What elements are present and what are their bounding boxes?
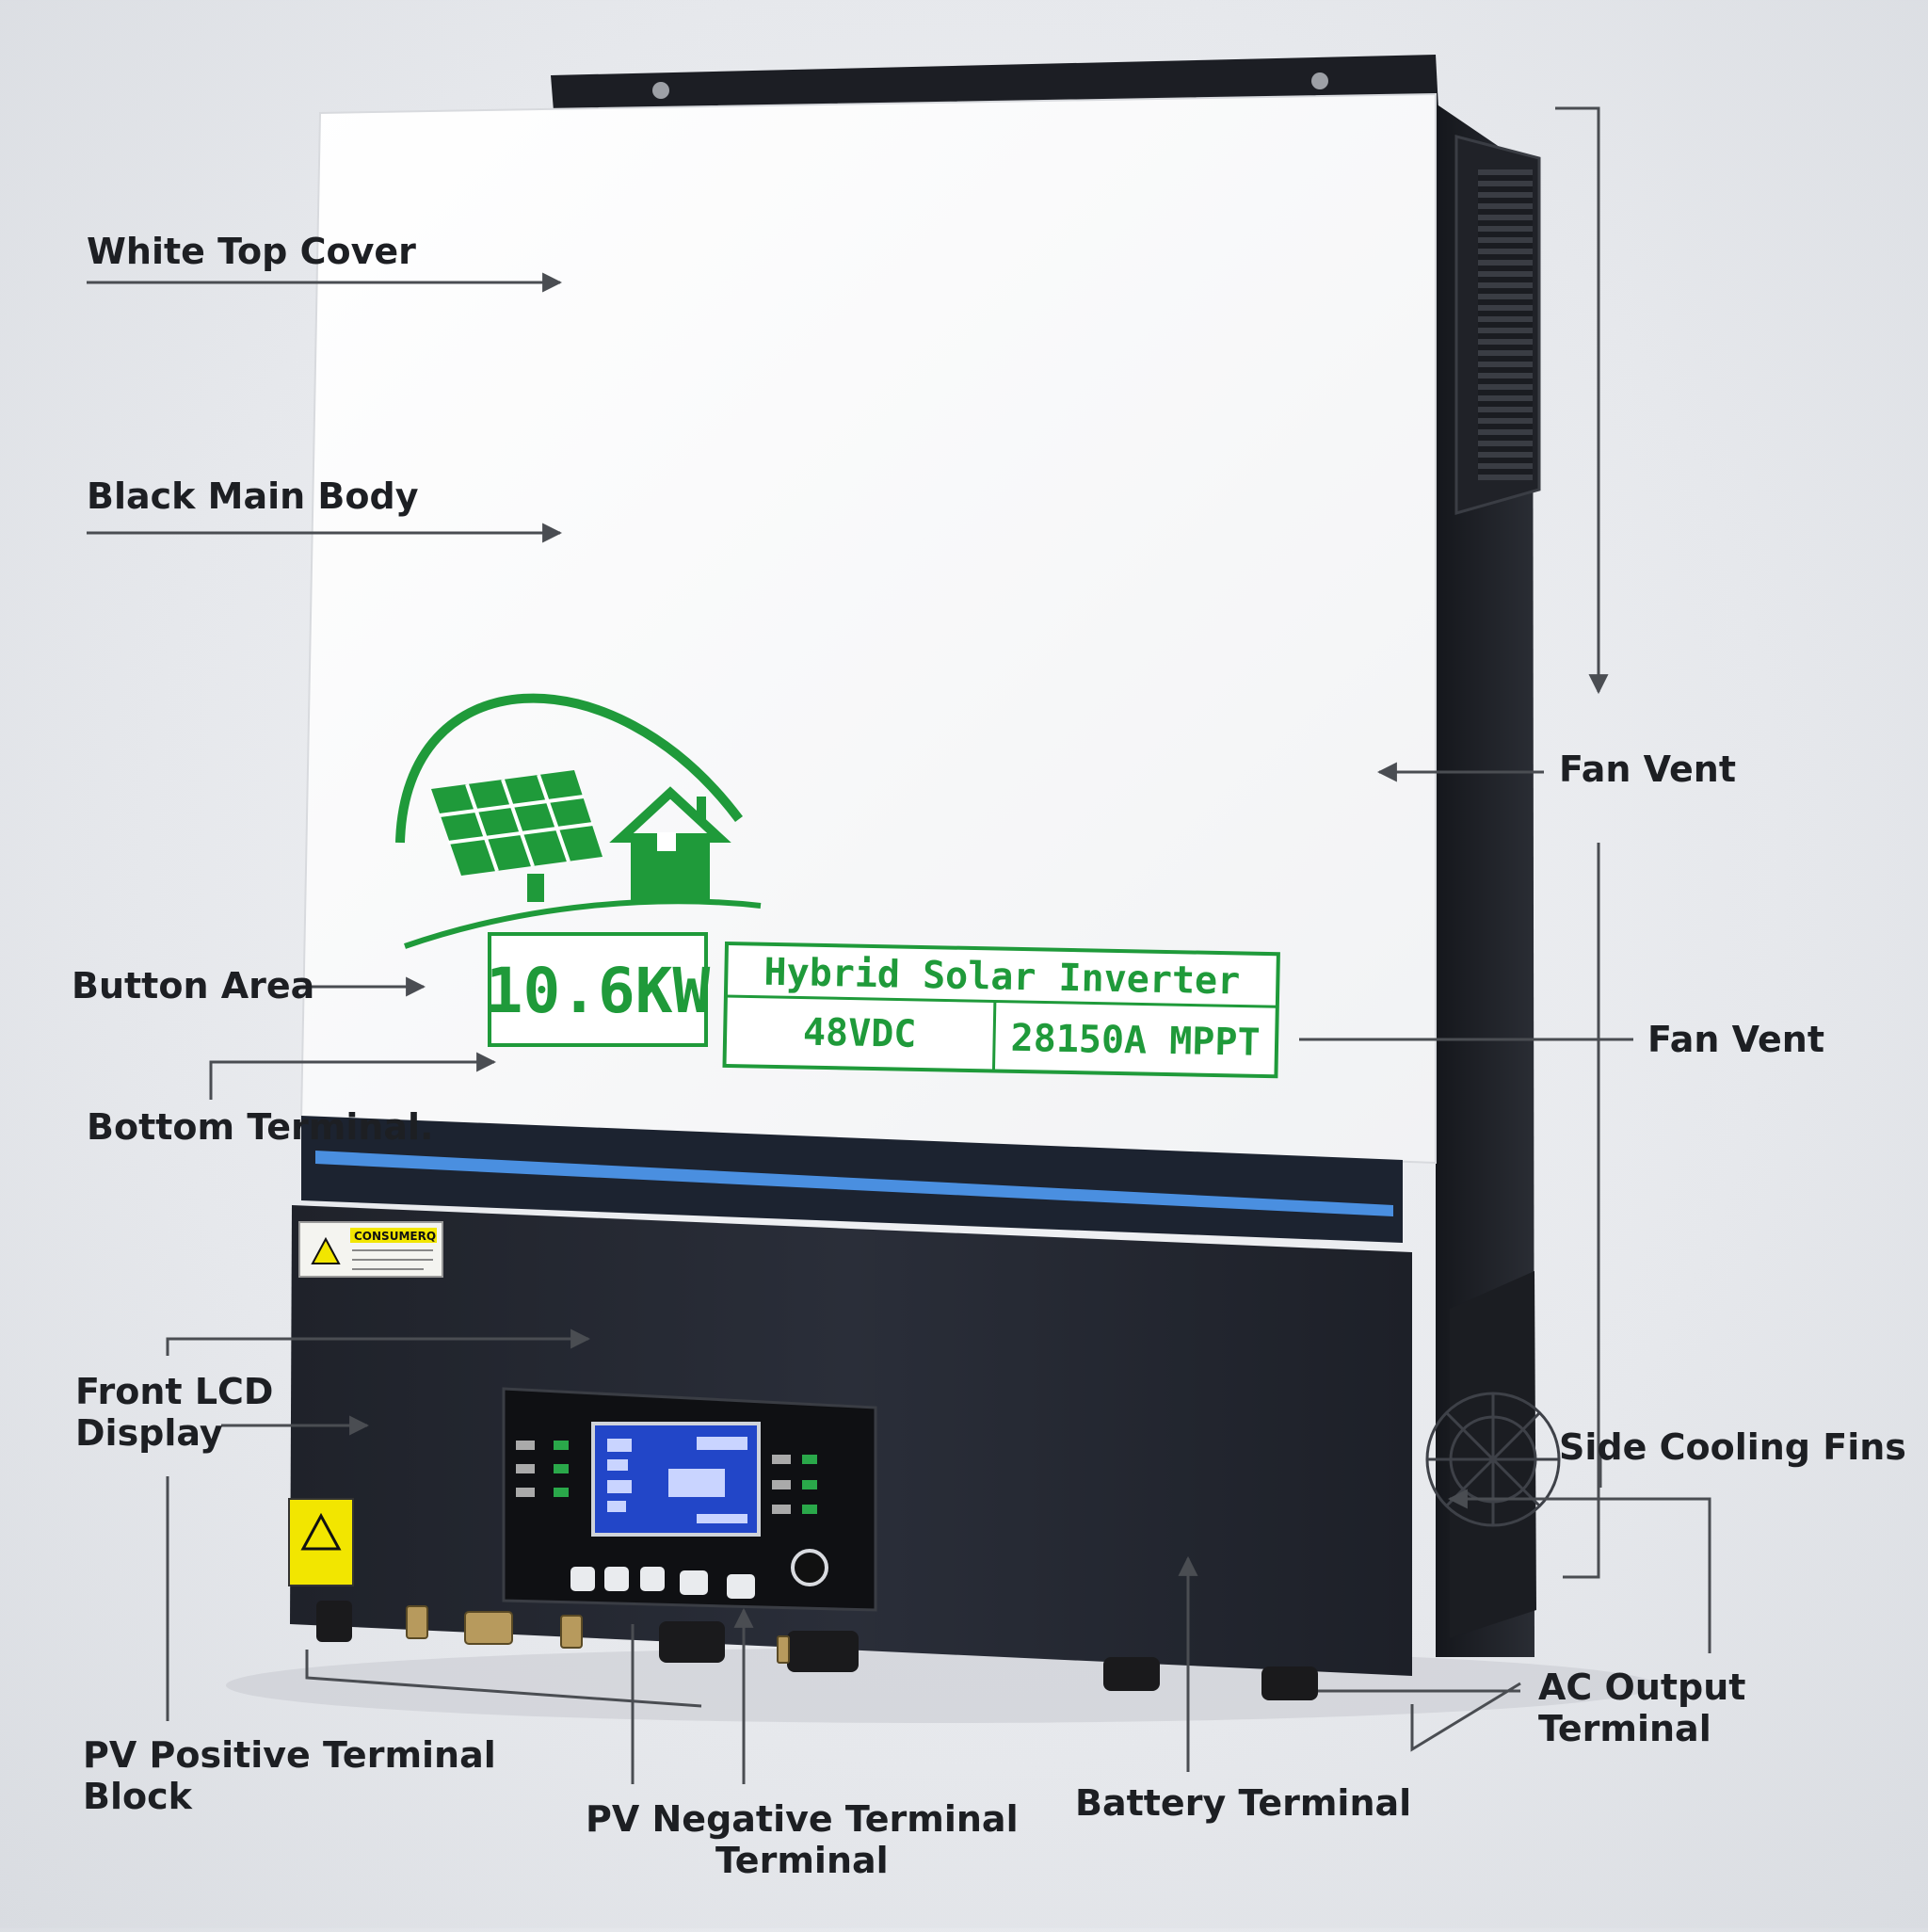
mounting-screw: [1311, 72, 1328, 89]
cable-gland: [316, 1601, 352, 1642]
label-side-cooling-fins: Side Cooling Fins: [1559, 1426, 1906, 1468]
leader-lines: [87, 106, 1711, 1784]
power-switch[interactable]: [791, 1549, 828, 1586]
blue-light-strip: [315, 1151, 1393, 1216]
status-indicators: [516, 1441, 817, 1514]
label-pv-positive-terminal-block: PV Positive Terminal Block: [83, 1734, 496, 1817]
power-rating: 10.6KW: [486, 955, 711, 1027]
cable-gland: [787, 1631, 859, 1672]
logo-arc: [395, 693, 743, 844]
mppt-spec: 28150A MPPT: [1010, 1017, 1261, 1065]
label-pv-negative-terminal: PV Negative Terminal Terminal: [586, 1798, 1019, 1881]
bottom-terminals: [316, 1601, 1318, 1700]
cable-gland: [1261, 1666, 1318, 1700]
floor-shadow: [226, 1648, 1657, 1723]
warning-label-lines: [352, 1249, 433, 1270]
cable-gland: [1103, 1657, 1160, 1691]
menu-button[interactable]: [570, 1567, 595, 1591]
leader-side-bracket: [1563, 843, 1600, 1579]
enter-button[interactable]: [680, 1570, 708, 1595]
electric-hazard-icon: [300, 1512, 342, 1551]
warning-triangle-icon: [311, 1236, 341, 1264]
label-front-lcd-display: Front LCD Display: [75, 1371, 274, 1454]
voltage-spec: 48VDC: [803, 1011, 917, 1056]
leader-side-cooling-fins: [1447, 1489, 1711, 1653]
label-black-main-body: Black Main Body: [87, 475, 419, 517]
warning-label-title: CONSUMERQ: [354, 1230, 436, 1243]
warning-label-side: [288, 1498, 354, 1586]
leader-front-lcd-a: [166, 1328, 591, 1356]
label-button-area: Button Area: [72, 965, 315, 1006]
vent-grill: [1478, 169, 1533, 480]
label-fan-vent-lower: Fan Vent: [1647, 1019, 1824, 1060]
leader-fan-vent-top-bracket: [1555, 106, 1609, 695]
leader-pv-positive-bracket: [305, 1650, 702, 1708]
house-icon: [609, 786, 731, 900]
spec-box: Hybrid Solar Inverter 48VDC 28150A MPPT: [722, 941, 1280, 1079]
down-button[interactable]: [640, 1567, 665, 1591]
button-area: [570, 1549, 828, 1599]
product-name: Hybrid Solar Inverter: [763, 951, 1241, 1004]
label-white-top-cover: White Top Cover: [87, 231, 416, 272]
leader-bottom-terminal: [209, 1052, 497, 1100]
warning-label-title-bg: [350, 1228, 437, 1243]
fan-blades: [1425, 1392, 1561, 1527]
up-button[interactable]: [604, 1567, 629, 1591]
brass-terminals: [406, 1605, 790, 1664]
label-ac-output-terminal: AC Output Terminal: [1538, 1666, 1746, 1749]
label-fan-vent-upper: Fan Vent: [1559, 749, 1736, 790]
label-bottom-terminal: Bottom Terminal.: [87, 1106, 434, 1148]
lcd-segments: [607, 1437, 747, 1523]
power-rating-box: [488, 932, 708, 1047]
leader-ac-output-bracket: [1410, 1682, 1521, 1752]
logo-ground-line: [404, 898, 762, 949]
mounting-screw: [652, 82, 669, 99]
solar-panel-icon: [431, 770, 602, 902]
label-battery-terminal: Battery Terminal: [1075, 1782, 1412, 1824]
back-button[interactable]: [727, 1574, 755, 1599]
cable-gland: [659, 1621, 725, 1663]
white-top-cover: [299, 92, 1437, 1165]
